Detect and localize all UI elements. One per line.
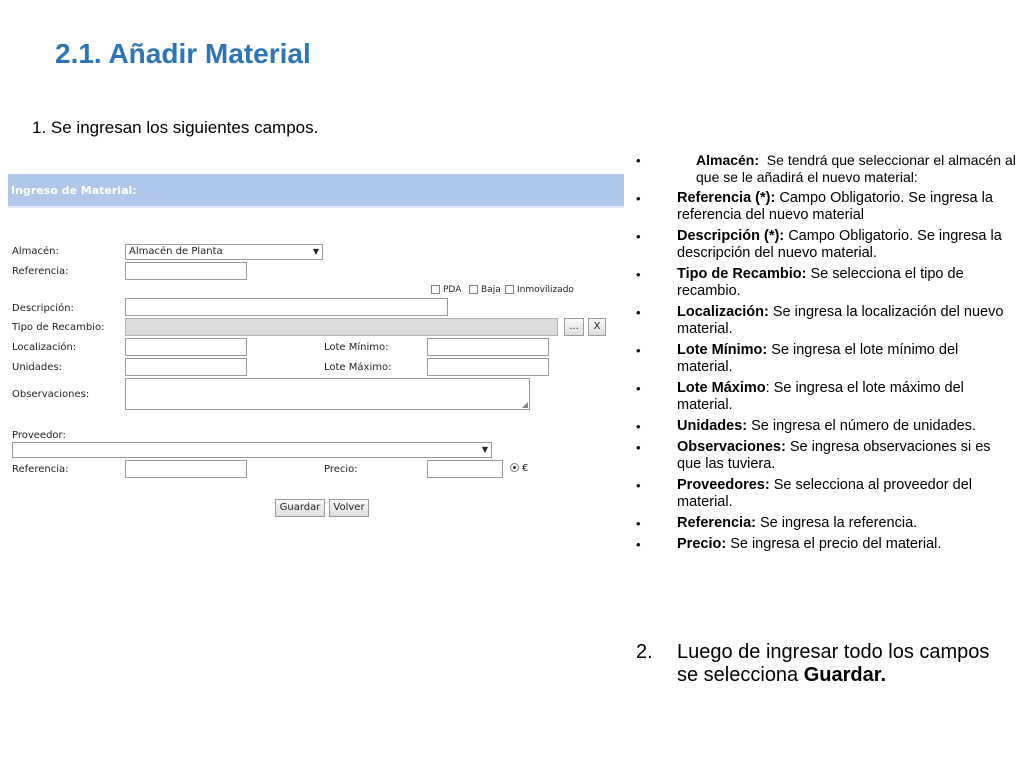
bullet-term: Referencia: — [677, 515, 756, 531]
bullet-term: Proveedores: — [677, 477, 770, 493]
list-item: • Proveedores: Se selecciona al proveedo… — [636, 477, 1016, 511]
observaciones-textarea[interactable]: ◢ — [125, 378, 530, 410]
localizacion-label: Localización: — [12, 342, 77, 353]
almacen-label: Almacén: — [12, 246, 59, 257]
tipo-recambio-input[interactable] — [125, 318, 558, 336]
almacen-select[interactable]: Almacén de Planta ▼ — [125, 244, 323, 260]
bullet-desc: Se ingresa el número de unidades. — [747, 418, 977, 434]
tipo-recambio-label: Tipo de Recambio: — [12, 322, 105, 333]
volver-button[interactable]: Volver — [329, 499, 369, 517]
bullet-desc: Se selecciona el tipo de recambio. — [677, 266, 964, 299]
list-item: • Unidades: Se ingresa el número de unid… — [636, 418, 1016, 435]
bullet-desc: : Se ingresa el lote máximo del material… — [677, 380, 964, 413]
bullet-icon: • — [636, 229, 641, 244]
step-1-text: 1. Se ingresan los siguientes campos. — [32, 118, 319, 137]
step-2-number: 2. — [636, 641, 653, 663]
precio-input[interactable] — [427, 460, 503, 478]
bullet-desc: Se selecciona al proveedor del material. — [677, 477, 973, 510]
observaciones-label: Observaciones: — [12, 389, 90, 400]
currency-label: € — [522, 463, 529, 474]
guardar-button[interactable]: Guardar — [275, 499, 325, 517]
bullet-icon: • — [636, 381, 641, 396]
bullet-term: Lote Mínimo: — [677, 342, 768, 358]
bullet-term: Descripción (*): — [677, 228, 785, 244]
lote-maximo-input[interactable] — [427, 358, 549, 376]
pda-checkbox[interactable] — [431, 285, 440, 294]
bullet-desc: Se ingresa la localización del nuevo mat… — [677, 304, 1004, 337]
bullet-desc: Se ingresa el precio del material. — [726, 536, 942, 552]
lote-maximo-label: Lote Máximo: — [324, 362, 392, 373]
precio-label: Precio: — [324, 464, 358, 475]
bullet-icon: • — [636, 516, 641, 531]
bullet-icon: • — [636, 419, 641, 434]
bullet-desc: Campo Obligatorio. Se ingresa la descrip… — [677, 228, 1002, 261]
bullet-term: Lote Máximo — [677, 380, 766, 396]
descripcion-input[interactable] — [125, 298, 448, 316]
bullet-term: Tipo de Recambio: — [677, 266, 807, 282]
bullet-term: Almacén: — [696, 152, 760, 168]
bullet-icon: • — [636, 305, 641, 320]
bullet-term: Precio: — [677, 536, 727, 552]
referencia-input[interactable] — [125, 262, 247, 280]
list-item: • Precio: Se ingresa el precio del mater… — [636, 536, 1016, 553]
bullet-desc: Campo Obligatorio. Se ingresa la referen… — [677, 190, 993, 223]
bullet-term: Referencia (*): — [677, 190, 776, 206]
lote-minimo-input[interactable] — [427, 338, 549, 356]
browse-button[interactable]: ... — [564, 318, 584, 336]
bullet-term: Localización: — [677, 304, 769, 320]
bullet-desc: Se ingresa observaciones si es que las t… — [677, 439, 991, 472]
list-item: • Observaciones: Se ingresa observacione… — [636, 439, 1016, 473]
descripcion-label: Descripción: — [12, 303, 74, 314]
list-item: • Referencia (*): Campo Obligatorio. Se … — [636, 190, 1016, 224]
bullet-icon: • — [636, 537, 641, 552]
clear-button[interactable]: X — [588, 318, 606, 336]
baja-label: Baja — [481, 285, 501, 295]
step-2-text: 2. Luego de ingresar todo los campos se … — [636, 641, 1016, 687]
unidades-label: Unidades: — [12, 362, 62, 373]
bullet-icon: • — [636, 440, 641, 455]
dropdown-arrow-icon: ▼ — [312, 247, 319, 256]
referencia-label: Referencia: — [12, 266, 69, 277]
pda-label: PDA — [443, 285, 462, 295]
almacen-select-value: Almacén de Planta — [129, 246, 223, 257]
proveedor-select[interactable]: ▼ — [12, 442, 492, 458]
resize-grip-icon[interactable]: ◢ — [521, 400, 528, 409]
material-form-screenshot: Ingreso de Material: Almacén: Almacén de… — [8, 174, 624, 519]
list-item: • Descripción (*): Campo Obligatorio. Se… — [636, 228, 1016, 262]
inmovilizado-checkbox[interactable] — [505, 285, 514, 294]
dropdown-arrow-icon: ▼ — [481, 445, 488, 454]
currency-radio[interactable] — [510, 463, 519, 472]
inmovilizado-label: Inmovilizado — [517, 285, 574, 295]
bullet-term: Observaciones: — [677, 439, 786, 455]
form-header-title: Ingreso de Material: — [11, 184, 137, 197]
list-item: • Lote Máximo: Se ingresa el lote máximo… — [636, 380, 1016, 414]
lote-minimo-label: Lote Mínimo: — [324, 342, 389, 353]
list-item: • Almacén: Se tendrá que seleccionar el … — [636, 152, 1016, 186]
step-2-body: Luego de ingresar todo los campos se sel… — [677, 641, 990, 686]
bullet-icon: • — [636, 153, 641, 168]
bullet-desc: Se ingresa la referencia. — [755, 515, 918, 531]
bullet-icon: • — [636, 478, 641, 493]
referencia-proveedor-input[interactable] — [125, 460, 247, 478]
form-header: Ingreso de Material: — [8, 174, 624, 208]
slide-title: 2.1. Añadir Material — [55, 38, 311, 69]
bullet-icon: • — [636, 191, 641, 206]
bullet-desc: Se ingresa el lote mínimo del material. — [677, 342, 959, 375]
list-item: • Lote Mínimo: Se ingresa el lote mínimo… — [636, 342, 1016, 376]
localizacion-input[interactable] — [125, 338, 247, 356]
list-item: • Tipo de Recambio: Se selecciona el tip… — [636, 266, 1016, 300]
field-descriptions-list: • Almacén: Se tendrá que seleccionar el … — [636, 152, 1016, 557]
bullet-icon: • — [636, 267, 641, 282]
proveedor-label: Proveedor: — [12, 430, 66, 441]
bullet-desc: Se tendrá que seleccionar el almacén al … — [696, 152, 1020, 185]
bullet-icon: • — [636, 343, 641, 358]
list-item: • Localización: Se ingresa la localizaci… — [636, 304, 1016, 338]
list-item: • Referencia: Se ingresa la referencia. — [636, 515, 1016, 532]
step-2-bold: Guardar. — [803, 664, 887, 686]
referencia-proveedor-label: Referencia: — [12, 464, 69, 475]
bullet-term: Unidades: — [677, 418, 748, 434]
baja-checkbox[interactable] — [469, 285, 478, 294]
unidades-input[interactable] — [125, 358, 247, 376]
